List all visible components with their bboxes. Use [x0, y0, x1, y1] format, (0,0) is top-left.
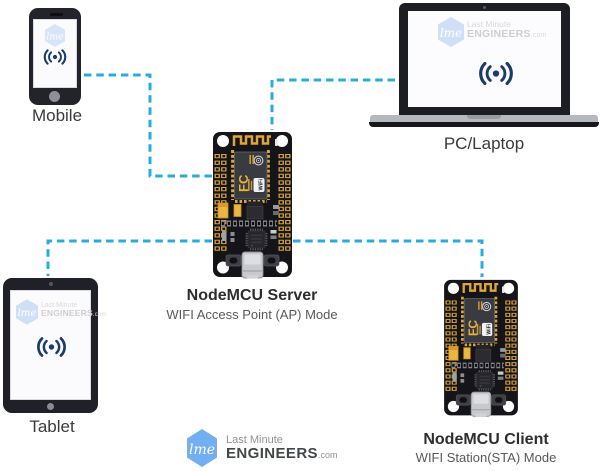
tablet-label: Tablet — [29, 417, 75, 436]
wifi-signal-icon — [39, 49, 71, 65]
hexagon-logo-icon — [16, 299, 38, 325]
logo-monogram: lme — [189, 442, 215, 458]
laptop-base — [370, 115, 598, 122]
link-tablet-server — [46, 239, 212, 276]
phone-home-button — [49, 91, 60, 102]
tablet-home-button — [47, 403, 54, 410]
phone-screen — [33, 19, 77, 88]
wifi-signal-icon — [31, 337, 72, 357]
pc-laptop-label: PC/Laptop — [443, 134, 525, 153]
nodemcu-server-label: NodeMCU Server — [186, 287, 318, 304]
watermark-line2: ENGINEERS.com — [467, 27, 547, 40]
link-server-client — [293, 239, 484, 277]
laptop-camera — [483, 6, 486, 9]
laptop: Last Minute ENGINEERS.com — [399, 3, 570, 115]
nodemcu-server-board — [213, 131, 292, 283]
wifi-signal-icon — [472, 62, 520, 85]
laptop-base-notch — [467, 115, 501, 119]
watermark-line2: ENGINEERS.com — [41, 308, 107, 319]
nodemcu-client-label: NodeMCU Client — [423, 431, 549, 448]
laptop-foot — [369, 122, 599, 127]
link-mobile-server — [84, 73, 212, 178]
hexagon-logo-icon — [45, 23, 65, 48]
footer-logo: lme Last Minute ENGINEERS.com — [187, 429, 337, 467]
laptop-screen: Last Minute ENGINEERS.com — [408, 11, 561, 107]
screen-watermark: Last Minute ENGINEERS.com — [438, 17, 547, 47]
nodemcu-client-mode: WIFI Station(STA) Mode — [415, 450, 557, 465]
footer-logo-line2: ENGINEERS.com — [226, 445, 338, 462]
mobile-phone — [29, 8, 81, 105]
footer-logo-line1: Last Minute — [226, 434, 283, 446]
nodemcu-client-board — [444, 279, 518, 421]
link-laptop-server — [270, 78, 395, 130]
screen-watermark: Last Minute ENGINEERS.com — [16, 299, 107, 325]
watermark-line1: Last Minute — [41, 302, 78, 309]
hexagon-logo-icon — [438, 17, 464, 47]
tablet: Last Minute ENGINEERS.com — [3, 278, 106, 413]
nodemcu-server-mode: WIFI Access Point (AP) Mode — [166, 307, 338, 322]
tablet-screen: Last Minute ENGINEERS.com — [10, 290, 106, 400]
phone-speaker — [50, 13, 63, 16]
mobile-label: Mobile — [31, 106, 83, 125]
watermark-line1: Last Minute — [467, 19, 511, 29]
tablet-camera — [49, 282, 53, 286]
hexagon-logo-icon: lme — [187, 429, 217, 467]
